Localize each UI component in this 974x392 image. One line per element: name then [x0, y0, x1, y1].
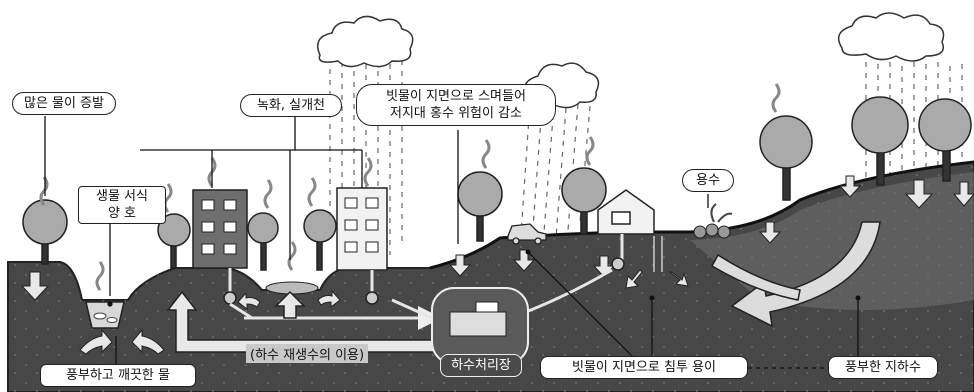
evaporation-arrows — [39, 83, 781, 291]
label-clean-water: 풍부하고 깨끗한 물 — [40, 364, 196, 387]
label-rain-infiltration: 빗물이 지면으로 스며들어 저지대 홍수 위험이 감소 — [356, 84, 556, 126]
label-habitat: 생물 서식 양 호 — [78, 186, 166, 224]
label-infiltration: 빗물이 지면으로 침투 용이 — [540, 356, 748, 379]
groundwater-flow-arrow — [730, 221, 881, 328]
label-spring: 용수 — [682, 169, 734, 192]
label-treatment-plant: 하수처리장 — [440, 354, 522, 377]
label-reuse: (하수 재생수의 이용) — [246, 344, 369, 363]
house-icon — [597, 189, 655, 235]
treatment-plant-icon — [431, 287, 529, 365]
callout-leaders — [44, 116, 859, 373]
label-groundwater: 풍부한 지하수 — [828, 356, 938, 379]
infiltration-arrows — [20, 175, 974, 301]
label-rain-line2: 저지대 홍수 위험이 감소 — [390, 106, 522, 121]
label-habitat-line1: 생물 서식 — [96, 189, 148, 204]
tree-icon — [22, 96, 972, 271]
label-rain-line1: 빗물이 지면으로 스며들어 — [386, 89, 526, 104]
label-evaporation: 많은 물이 증발 — [12, 92, 116, 115]
label-green-stream: 녹화, 실개천 — [240, 94, 342, 117]
spring-icon — [693, 203, 733, 239]
label-habitat-line2: 양 호 — [107, 206, 137, 221]
car-icon — [507, 223, 547, 245]
